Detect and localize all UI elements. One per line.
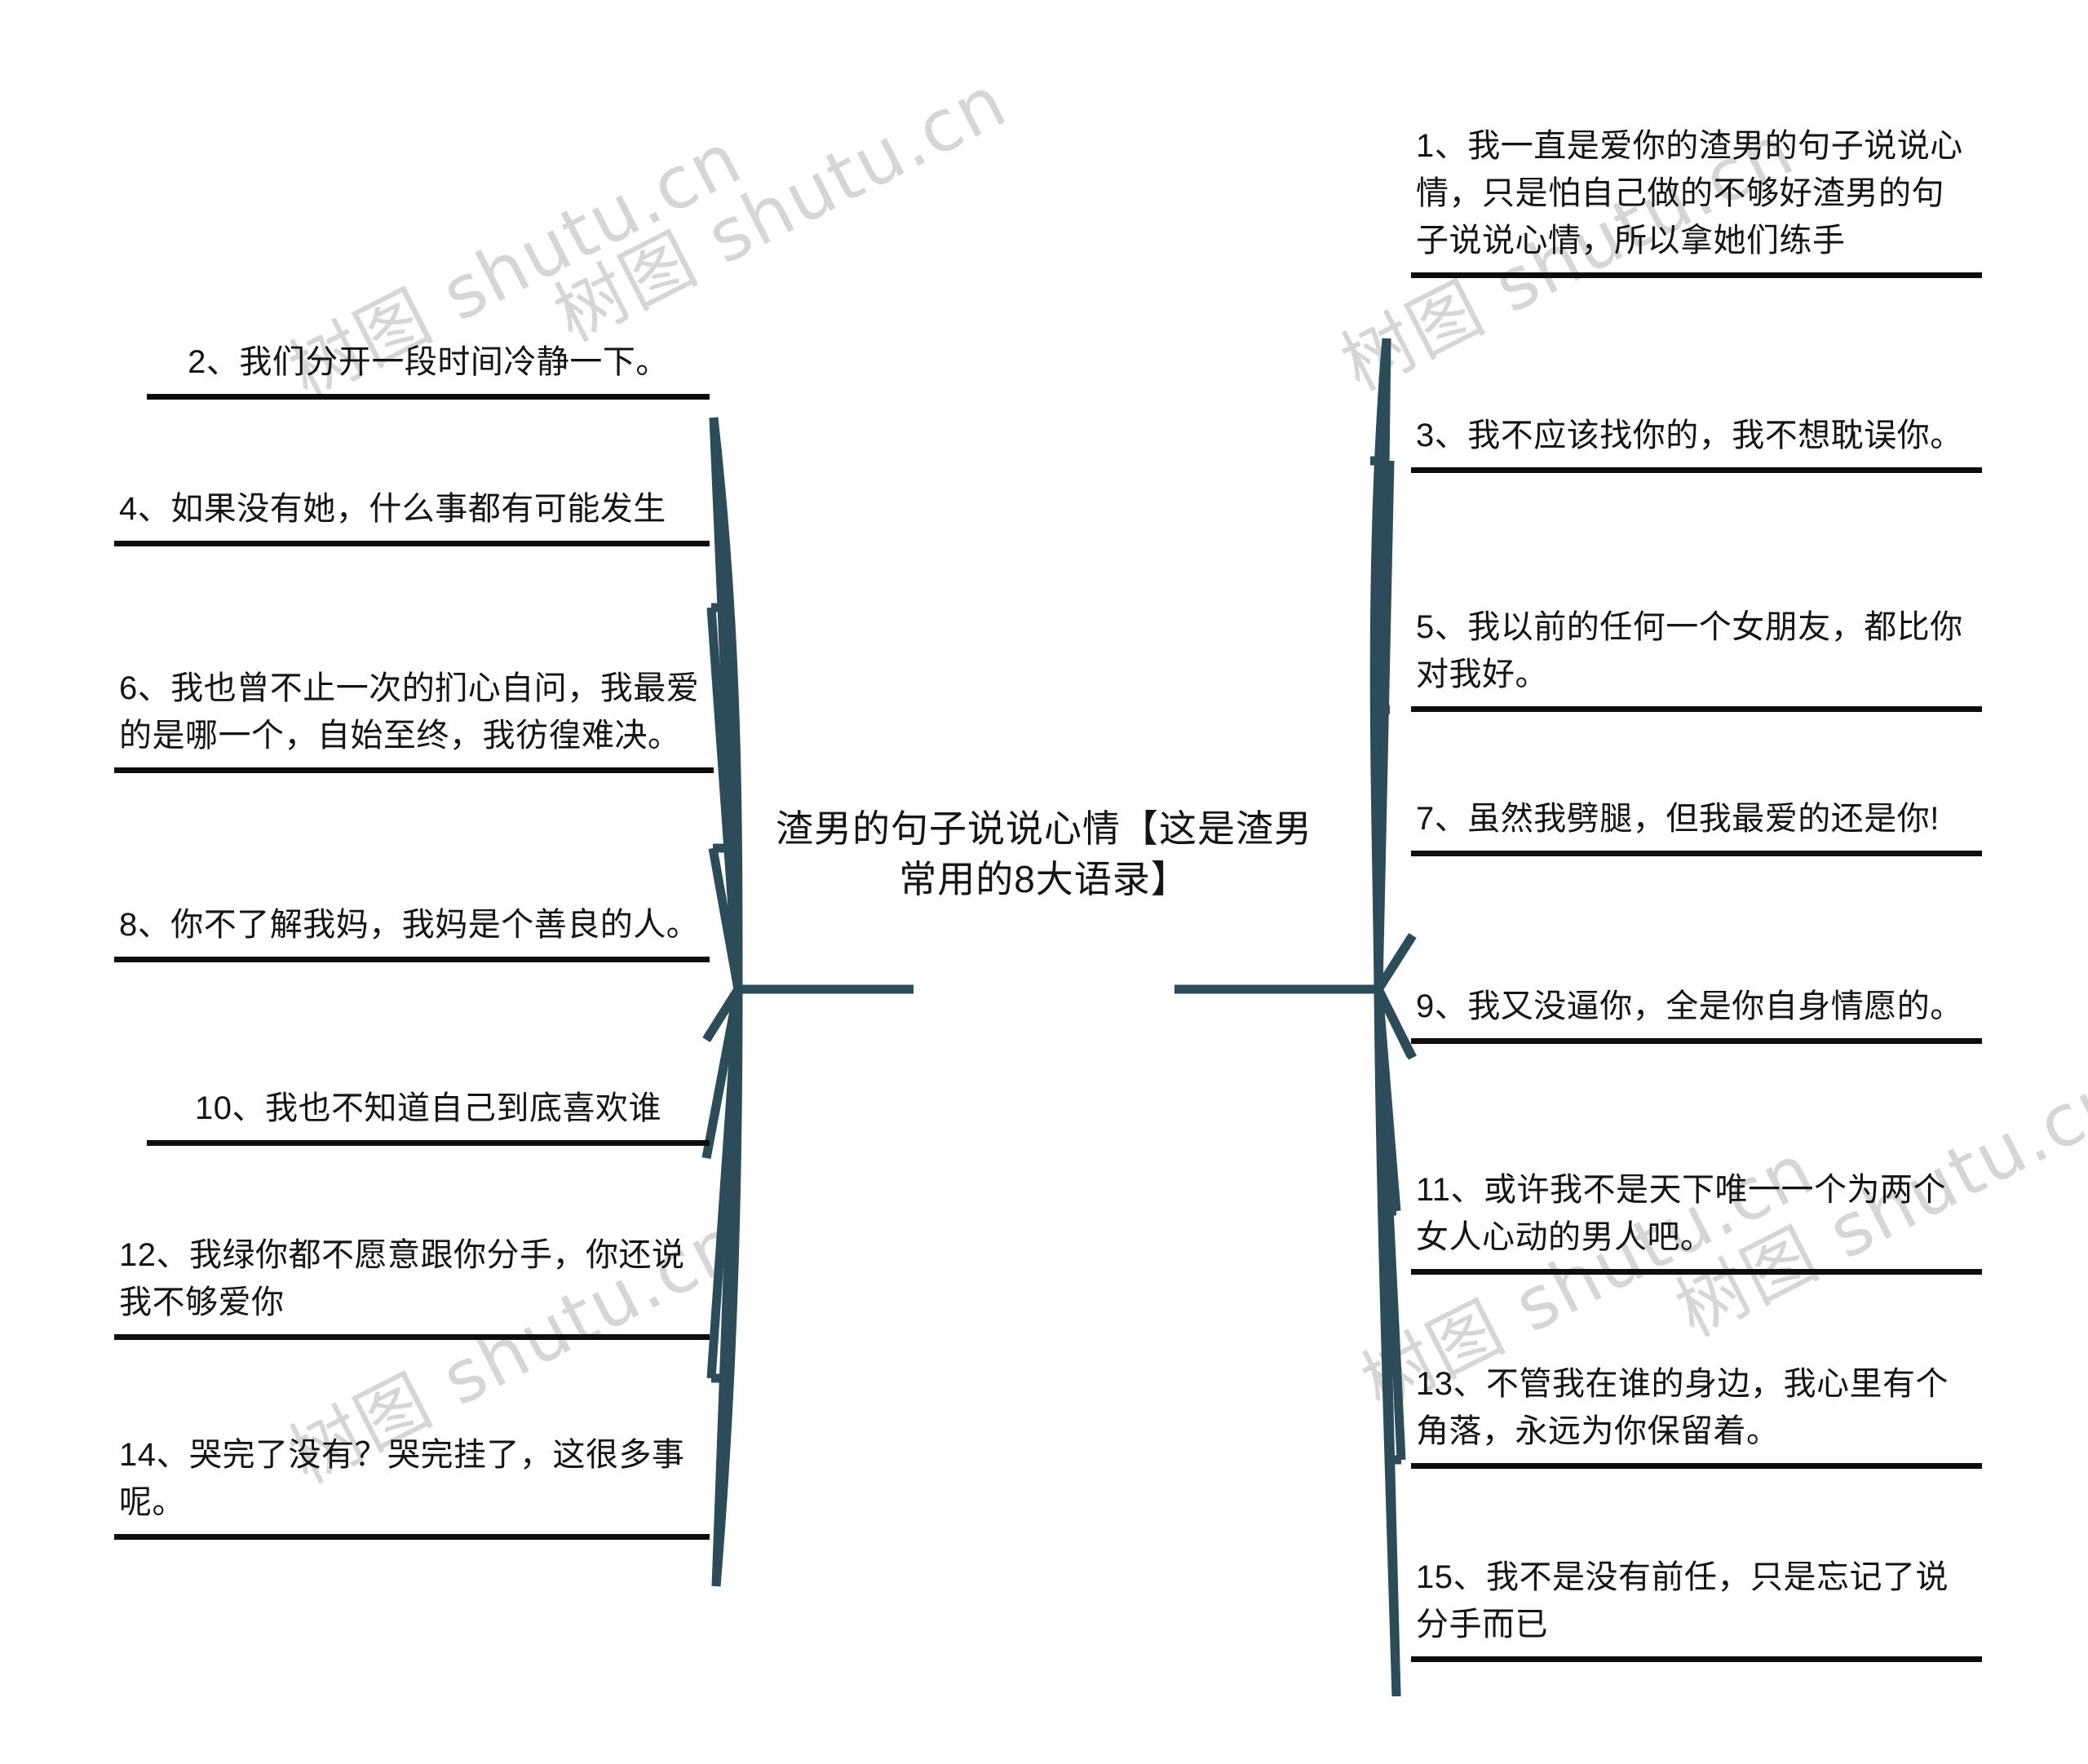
left-fan-upper2 <box>706 607 743 990</box>
central-topic[interactable]: 渣男的句子说说心情【这是渣男常用的8大语录】 <box>767 803 1321 904</box>
branch-node-2[interactable]: 2、我们分开一段时间冷静一下。 <box>147 338 710 400</box>
branch-underline <box>1411 272 1982 278</box>
branch-underline <box>114 541 710 546</box>
branch-underline <box>114 767 714 773</box>
branch-underline <box>1411 1463 1982 1469</box>
right-fan-5 <box>1374 935 1415 992</box>
right-branch-7 <box>1374 935 1415 992</box>
branch-node-13[interactable]: 13、不管我在谁的身边，我心里有个角落，永远为你保留着。 <box>1411 1360 1982 1469</box>
branch-node-12[interactable]: 12、我绿你都不愿意跟你分手，你还说我不够爱你 <box>114 1231 710 1340</box>
branch-label: 11、或许我不是天下唯一一个为两个女人心动的男人吧。 <box>1416 1172 1947 1255</box>
branch-node-7[interactable]: 7、虽然我劈腿，但我最爱的还是你! <box>1411 795 1982 856</box>
branch-node-3[interactable]: 3、我不应该找你的，我不想耽误你。 <box>1411 412 1982 473</box>
branch-label: 4、如果没有她，什么事都有可能发生 <box>119 491 666 527</box>
branch-label: 12、我绿你都不愿意跟你分手，你还说我不够爱你 <box>119 1237 685 1320</box>
branch-node-6[interactable]: 6、我也曾不止一次的扪心自问，我最爱的是哪一个，自始至终，我彷徨难决。 <box>114 665 714 773</box>
branch-underline <box>114 1534 710 1540</box>
branch-label: 5、我以前的任何一个女朋友，都比你对我好。 <box>1416 609 1963 692</box>
left-branch-8 <box>702 987 742 1042</box>
branch-label: 3、我不应该找你的，我不想耽误你。 <box>1416 418 1963 453</box>
right-spine <box>1369 338 1401 1697</box>
right-fan-3 <box>1374 460 1395 990</box>
branch-label: 7、虽然我劈腿，但我最爱的还是你! <box>1416 801 1940 837</box>
left-fan-lower3 <box>706 988 743 1379</box>
branch-label: 13、不管我在谁的身边，我心里有个角落，永远为你保留着。 <box>1416 1366 1949 1449</box>
branch-node-14[interactable]: 14、哭完了没有？哭完挂了，这很多事呢。 <box>114 1431 710 1540</box>
branch-node-4[interactable]: 4、如果没有她，什么事都有可能发生 <box>114 485 710 546</box>
branch-underline <box>1411 1269 1982 1275</box>
branch-underline <box>1411 1038 1982 1044</box>
left-fan-upper3 <box>708 847 743 990</box>
branch-node-10[interactable]: 10、我也不知道自己到底喜欢谁 <box>147 1085 710 1146</box>
branch-label: 15、我不是没有前任，只是忘记了说分手而已 <box>1416 1559 1949 1642</box>
branch-underline <box>114 957 710 962</box>
branch-underline <box>1411 851 1982 856</box>
left-fan-upper <box>709 417 743 990</box>
branch-underline <box>114 1334 710 1340</box>
branch-label: 2、我们分开一段时间冷静一下。 <box>188 344 669 380</box>
central-topic-label: 渣男的句子说说心情【这是渣男常用的8大语录】 <box>776 807 1312 901</box>
left-fan-lower <box>702 987 742 1042</box>
left-fan-lower2 <box>701 988 743 1160</box>
branch-node-15[interactable]: 15、我不是没有前任，只是忘记了说分手而已 <box>1411 1554 1982 1662</box>
branch-node-11[interactable]: 11、或许我不是天下唯一一个为两个女人心动的男人吧。 <box>1411 1166 1982 1275</box>
branch-node-8[interactable]: 8、你不了解我妈，我妈是个善良的人。 <box>114 901 710 962</box>
left-spine <box>709 417 743 1587</box>
right-fan-1 <box>1374 338 1391 990</box>
branch-node-9[interactable]: 9、我又没逼你，全是你自身情愿的。 <box>1411 983 1982 1044</box>
branch-node-1[interactable]: 1、我一直是爱你的渣男的句子说说心情，只是怕自己做的不够好渣男的句子说说心情，所… <box>1411 122 1982 278</box>
right-fan-9 <box>1374 987 1417 1060</box>
branch-node-5[interactable]: 5、我以前的任何一个女朋友，都比你对我好。 <box>1411 603 1982 712</box>
right-branch-9 <box>1374 987 1415 1059</box>
branch-underline <box>1411 1656 1982 1662</box>
right-fan-11 <box>1374 988 1401 1212</box>
branch-label: 14、哭完了没有？哭完挂了，这很多事呢。 <box>119 1437 685 1520</box>
branch-label: 8、你不了解我妈，我妈是个善良的人。 <box>119 907 700 943</box>
branch-underline <box>147 1140 710 1146</box>
branch-underline <box>1411 467 1982 473</box>
left-branch-10 <box>701 988 743 1160</box>
branch-label: 1、我一直是爱你的渣男的句子说说心情，只是怕自己做的不够好渣男的句子说说心情，所… <box>1416 128 1963 259</box>
right-fan-7 <box>1374 933 1417 992</box>
branch-underline <box>1411 706 1982 712</box>
branch-label: 10、我也不知道自己到底喜欢谁 <box>195 1090 661 1126</box>
branch-underline <box>147 394 710 400</box>
branch-label: 6、我也曾不止一次的扪心自问，我最爱的是哪一个，自始至终，我彷徨难决。 <box>119 670 700 754</box>
branch-label: 9、我又没逼你，全是你自身情愿的。 <box>1416 988 1963 1024</box>
